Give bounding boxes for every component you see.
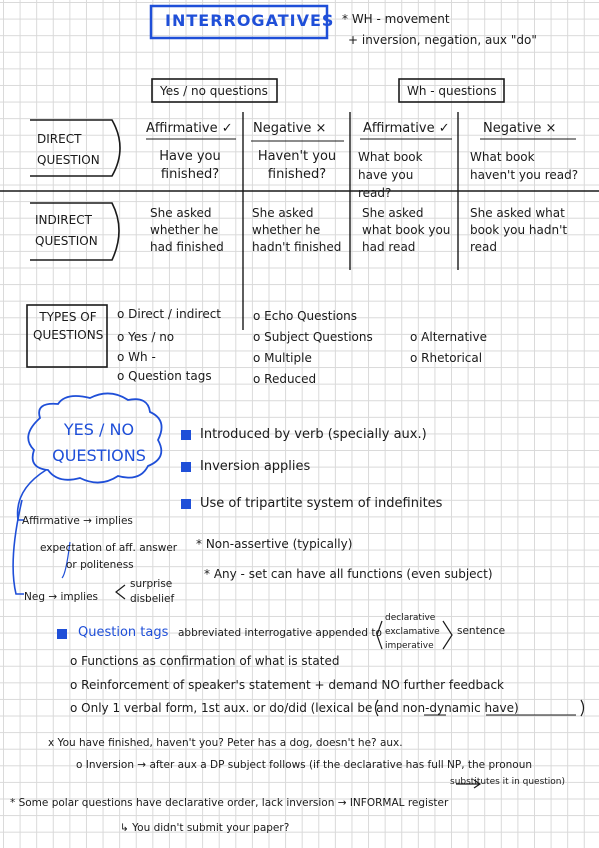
cell-indirect-wh-aff: She asked what book you had read (362, 206, 451, 254)
yes-no-group-header: Yes / no questions (160, 84, 268, 98)
cell-indirect-wh-neg: She asked what book you hadn't read (470, 206, 568, 254)
tags-opt-declarative: declarative (385, 613, 436, 623)
types-label: TYPES OF QUESTIONS (33, 308, 103, 344)
types-col3-1: o Rhetorical (410, 351, 483, 365)
tags-opt-imperative: imperative (385, 641, 434, 651)
types-col1-0: o Direct / indirect (117, 307, 222, 321)
tags-opt-exclamative: exclamative (385, 627, 440, 637)
cell-direct-wh-neg: What book haven't you read? (470, 150, 579, 182)
types-col1-1: o Yes / no (117, 330, 175, 344)
tags-example: x You have finished, haven't you? Peter … (48, 737, 403, 749)
types-col2-3: o Reduced (253, 372, 317, 386)
star-note-2-text: * Any - set can have all functions (even… (204, 567, 493, 581)
bullet-square-icon (57, 629, 67, 639)
star-note-1: * Non-assertive (typically) (196, 538, 352, 551)
tags-inversion-2: substitutes it in question) (450, 777, 566, 787)
col-head-yn-negative: Negative × (253, 121, 327, 136)
row-label-direct: DIRECT QUESTION (37, 129, 117, 171)
cell-direct-wh-aff: What book have you read? (358, 150, 423, 200)
row-label-indirect-text: INDIRECT QUESTION (35, 213, 98, 248)
star-note-1-text: * Non-assertive (typically) (196, 537, 353, 551)
footer-line-1: * Some polar questions have declarative … (10, 797, 449, 809)
row-label-indirect: INDIRECT QUESTION (35, 210, 115, 252)
col-head-yn-affirmative: Affirmative ✓ (146, 121, 233, 136)
yesno-point-2: Inversion applies (200, 459, 311, 474)
types-col1-2: o Wh - (117, 350, 156, 364)
tags-point-1: o Functions as confirmation of what is s… (70, 654, 340, 668)
bullet-square-icon (181, 499, 191, 509)
types-col2-2: o Multiple (253, 351, 312, 365)
cell-indirect-yn-aff: She asked whether he had finished (150, 206, 224, 254)
tags-point-3: o Only 1 verbal form, 1st aux. or do/did… (70, 701, 519, 715)
cell-direct-yn-aff: Have you finished? (159, 149, 221, 182)
bullet-square-icon (181, 430, 191, 440)
tags-point-2: o Reinforcement of speaker's statement +… (70, 678, 504, 692)
aff-line-2: expectation of aff. answer (40, 542, 178, 554)
tags-sentence: sentence (457, 625, 506, 637)
types-col2-1: o Subject Questions (253, 330, 373, 344)
tags-head: Question tags (78, 625, 169, 640)
aff-line-1: Affirmative → implies (22, 515, 133, 527)
neg-opt-surprise: surprise (130, 578, 173, 590)
neg-label: Neg → implies (24, 591, 99, 603)
types-col2-0: o Echo Questions (253, 309, 358, 323)
yes-no-cloud-label: YES / NO QUESTIONS (46, 417, 152, 469)
yesno-point-3: Use of tripartite system of indefinites (200, 496, 443, 511)
footer-line-2: ↳ You didn't submit your paper? (120, 822, 290, 834)
row-label-direct-text: DIRECT QUESTION (37, 132, 100, 167)
bullet-square-icon (181, 462, 191, 472)
page-title: INTERROGATIVES (165, 11, 335, 30)
aff-line-3: or politeness (66, 559, 134, 571)
types-col3-0: o Alternative (410, 330, 487, 344)
side-note-1: * WH - movement (342, 12, 450, 26)
tags-desc: abbreviated interrogative appended to (178, 627, 382, 639)
types-col1-3: o Question tags (117, 369, 212, 383)
side-note-2: + inversion, negation, aux "do" (348, 33, 537, 47)
wh-group-header: Wh - questions (407, 84, 497, 98)
col-head-wh-negative: Negative × (483, 121, 557, 136)
cell-indirect-yn-neg: She asked whether he hadn't finished (252, 206, 342, 254)
types-label-text: TYPES OF QUESTIONS (33, 310, 104, 342)
col-head-wh-affirmative: Affirmative ✓ (363, 121, 450, 136)
yesno-point-1: Introduced by verb (specially aux.) (200, 427, 427, 442)
yes-no-cloud-text: YES / NO QUESTIONS (52, 420, 146, 465)
cell-direct-yn-neg: Haven't you finished? (257, 149, 337, 182)
neg-opt-disbelief: disbelief (130, 593, 175, 605)
star-note-2: * Any - set can have all functions (even… (204, 568, 493, 581)
tags-inversion: o Inversion → after aux a DP subject fol… (76, 759, 533, 771)
